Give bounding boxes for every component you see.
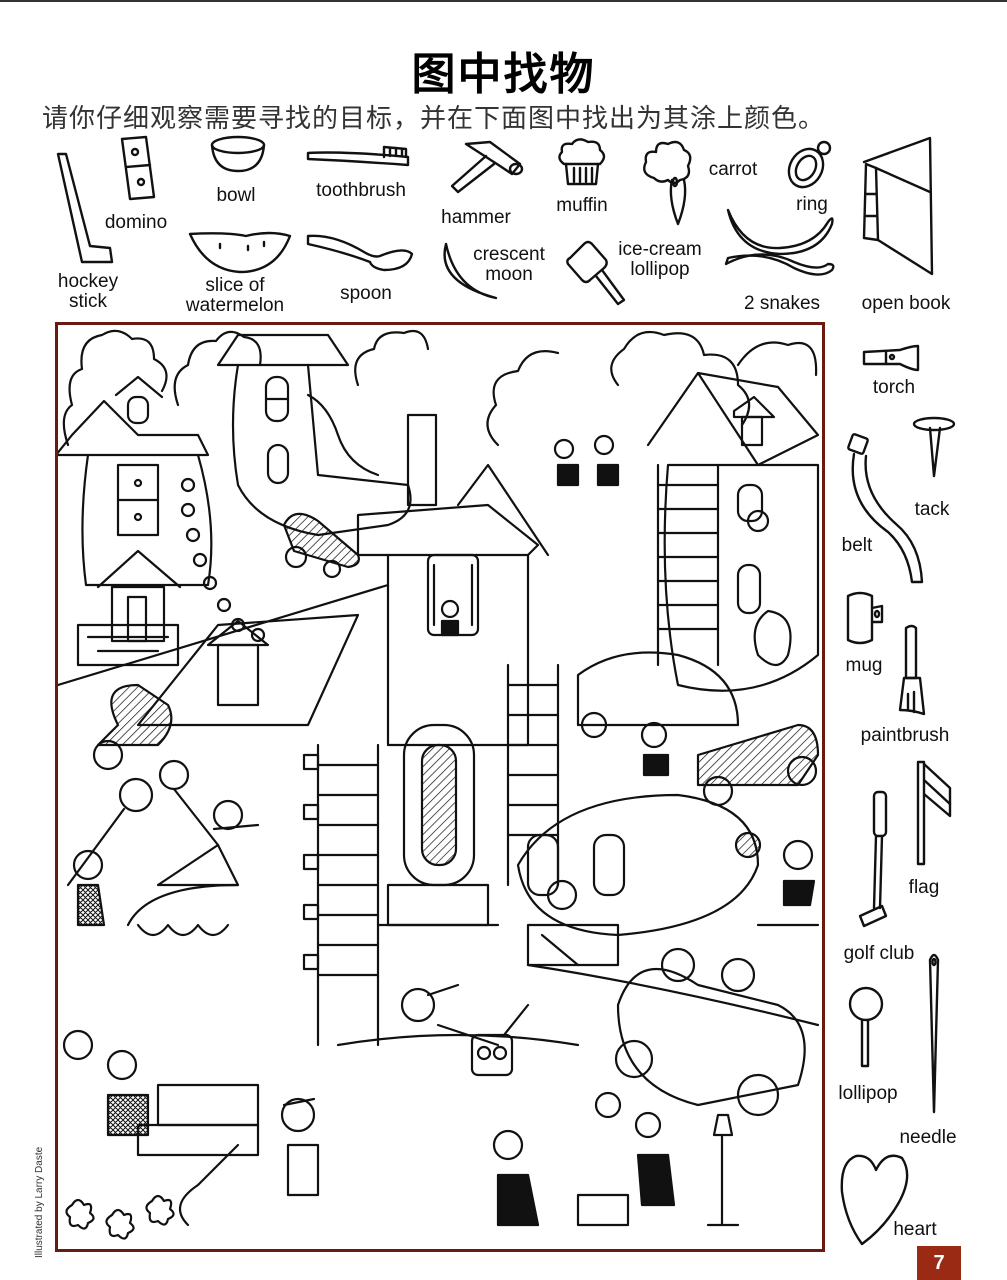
- target-label-open-book: open book: [861, 293, 951, 314]
- target-label-crescent-moon: crescent moon: [462, 245, 556, 285]
- target-label-hammer: hammer: [441, 207, 511, 228]
- target-label-muffin: muffin: [556, 195, 608, 216]
- toothbrush-icon[interactable]: [304, 143, 414, 173]
- house-right: [646, 371, 820, 692]
- background-trees: [62, 329, 818, 447]
- target-label-torch: torch: [872, 377, 916, 398]
- target-label-heart: heart: [893, 1219, 937, 1240]
- target-label-snakes: 2 snakes: [743, 293, 821, 314]
- streets: [58, 583, 820, 1047]
- tack-icon[interactable]: [912, 414, 960, 484]
- ring-icon[interactable]: [784, 138, 838, 192]
- scene-illustration: [58, 329, 820, 1240]
- bowl-icon[interactable]: [208, 135, 272, 175]
- boot-house: [216, 333, 412, 537]
- toy-car-top: [282, 512, 360, 579]
- mug-icon[interactable]: [844, 590, 888, 648]
- paintbrush-icon[interactable]: [898, 624, 932, 718]
- target-label-watermelon: slice of watermelon: [170, 276, 300, 316]
- carrot-icon[interactable]: [640, 138, 700, 230]
- house-left: [58, 375, 213, 667]
- target-label-spoon: spoon: [340, 283, 392, 304]
- target-label-needle: needle: [899, 1127, 957, 1148]
- target-label-lollipop: lollipop: [838, 1083, 898, 1104]
- target-label-bowl: bowl: [216, 185, 256, 206]
- target-label-line: lollipop: [630, 259, 690, 280]
- spoon-icon[interactable]: [304, 232, 416, 272]
- target-label-line: slice of: [205, 275, 265, 296]
- illustrator-credit: Illustrated by Larry Daste: [34, 1146, 45, 1258]
- hammer-icon[interactable]: [446, 138, 526, 198]
- domino-icon[interactable]: [118, 135, 158, 205]
- target-label-carrot: carrot: [708, 159, 758, 180]
- center-door: [376, 723, 500, 927]
- hidden-object-scene[interactable]: [55, 322, 825, 1252]
- dome-building: [516, 651, 760, 937]
- heart-icon[interactable]: [840, 1152, 912, 1246]
- needle-icon[interactable]: [924, 952, 944, 1116]
- snakes-icon[interactable]: [724, 206, 844, 286]
- target-label-mug: mug: [845, 655, 883, 676]
- target-label-line: moon: [485, 264, 533, 285]
- target-label-line: stick: [69, 291, 107, 312]
- target-label-belt: belt: [841, 535, 873, 556]
- balloons: [66, 759, 220, 887]
- page-title: 图中找物: [411, 49, 596, 100]
- target-label-golf-club: golf club: [843, 943, 915, 964]
- muffin-icon[interactable]: [556, 138, 608, 190]
- target-label-domino: domino: [104, 212, 168, 233]
- open-book-icon[interactable]: [858, 134, 938, 284]
- target-label-toothbrush: toothbrush: [316, 180, 406, 201]
- target-label-ring: ring: [796, 194, 828, 215]
- flag-icon[interactable]: [914, 758, 954, 868]
- target-label-line: watermelon: [185, 295, 285, 316]
- target-label-line: crescent: [473, 244, 545, 265]
- target-label-flag: flag: [908, 877, 940, 898]
- instruction-text: 请你仔细观察需要寻找的目标，并在下面图中找出为其涂上颜色。: [42, 104, 826, 134]
- lollipop-icon[interactable]: [846, 986, 886, 1070]
- belt-icon[interactable]: [842, 432, 924, 592]
- target-label-tack: tack: [914, 499, 950, 520]
- target-label-ice-cream-lollipop: ice-cream lollipop: [608, 240, 712, 280]
- ice-cream-lollipop-icon[interactable]: [566, 238, 636, 312]
- target-label-hockey-stick: hockey stick: [50, 272, 126, 312]
- watermelon-slice-icon[interactable]: [186, 228, 296, 278]
- golf-club-icon[interactable]: [854, 788, 898, 928]
- log-tower: [302, 463, 720, 1047]
- crescent-moon-icon[interactable]: [436, 242, 506, 302]
- awning-stairs: [126, 843, 260, 1157]
- top-rule: [0, 0, 1007, 2]
- hockey-stick-icon[interactable]: [54, 150, 114, 270]
- torch-icon[interactable]: [860, 344, 924, 374]
- target-label-paintbrush: paintbrush: [860, 725, 950, 746]
- center-house: [356, 413, 550, 747]
- target-label-line: hockey: [57, 271, 119, 292]
- vintage-car: [696, 723, 820, 807]
- target-label-line: ice-cream: [618, 239, 702, 260]
- page-number-badge: 7: [917, 1246, 961, 1280]
- birdhouse-roof: [92, 613, 360, 771]
- flowers-lamp: [65, 1113, 740, 1240]
